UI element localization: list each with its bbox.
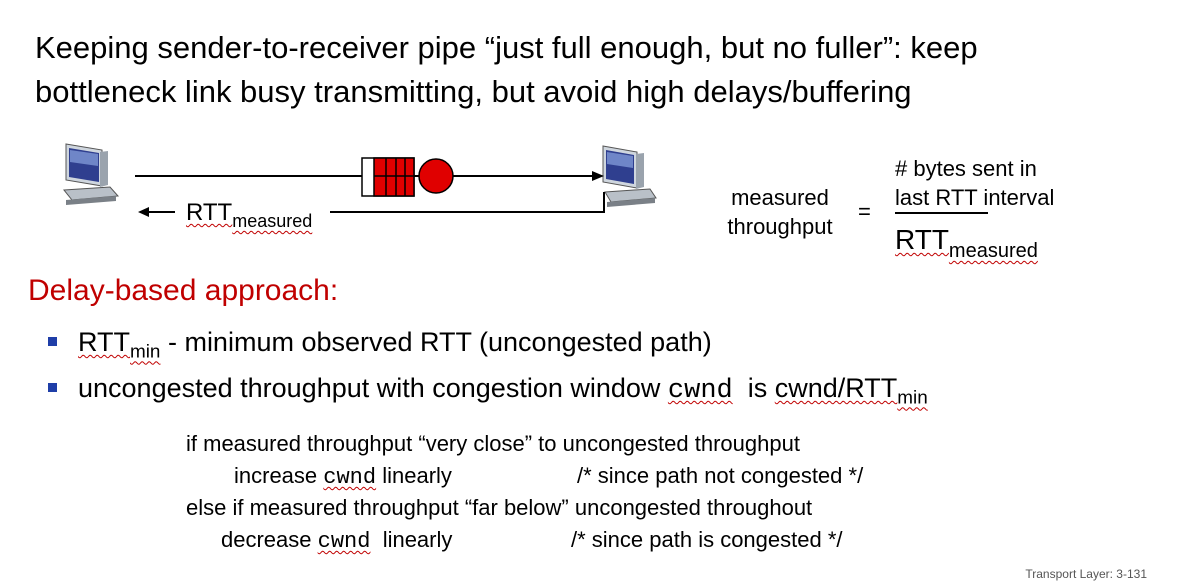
rtt-measured-label: RTTmeasured	[186, 199, 313, 231]
pseudocode-comment-2: /* since path is congested */	[571, 527, 843, 552]
forward-arrow-head	[592, 171, 604, 181]
section-heading: Delay-based approach:	[28, 274, 339, 307]
slide-footer: Transport Layer: 3-131	[1025, 567, 1147, 581]
network-diagram	[63, 143, 657, 217]
bullet-marker	[48, 383, 57, 392]
sender-computer-icon	[63, 143, 120, 205]
pseudocode-line-3: else if measured throughput “far below” …	[186, 495, 813, 520]
pseudocode-line-1: if measured throughput “very close” to u…	[186, 431, 800, 456]
formula-numerator: # bytes sent in last RTT interval	[895, 156, 1055, 210]
bullet-uncongested-throughput: uncongested throughput with congestion w…	[48, 373, 928, 410]
slide-title: Keeping sender-to-receiver pipe “just fu…	[35, 26, 978, 114]
return-arrow-head	[138, 207, 149, 217]
receiver-computer-icon	[602, 145, 657, 207]
formula-denominator: RTTmeasured	[895, 224, 1038, 262]
title-line-1: Keeping sender-to-receiver pipe “just fu…	[35, 30, 978, 65]
formula-lhs: measured throughput	[727, 185, 833, 239]
pseudocode-line-2: increase cwnd linearly	[234, 463, 452, 490]
title-line-2: bottleneck link busy transmitting, but a…	[35, 74, 912, 109]
bullet-rtt-min: RTTmin - minimum observed RTT (uncongest…	[48, 327, 712, 364]
pseudocode-line-4: decrease cwnd linearly	[221, 527, 453, 554]
formula-fraction-bar	[895, 212, 988, 214]
router-queue-icon	[361, 157, 454, 197]
return-path-line	[330, 192, 605, 213]
pseudocode-comment-1: /* since path not congested */	[577, 463, 864, 488]
bullet-marker	[48, 337, 57, 346]
formula-equals: =	[858, 199, 871, 224]
